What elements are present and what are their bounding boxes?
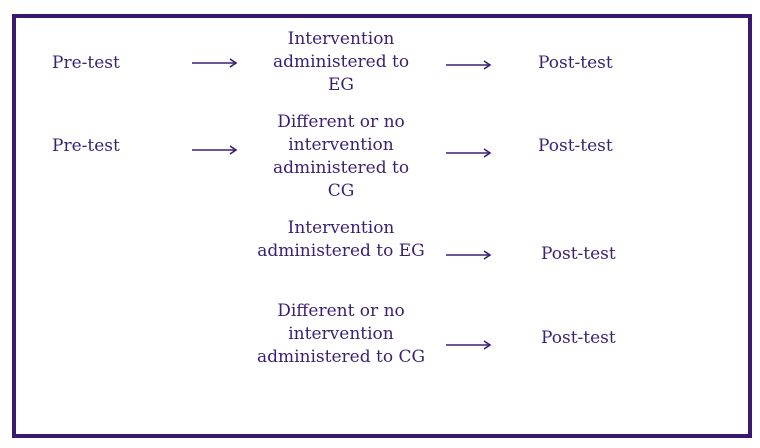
row-2-pretest-label: Pre-test <box>52 136 120 156</box>
row-4-arrow-icon <box>446 339 492 351</box>
diagram-frame <box>12 14 752 438</box>
row-3-posttest-label: Post-test <box>541 244 616 264</box>
row-1-posttest-label: Post-test <box>538 53 613 73</box>
row-3-arrow-icon <box>446 249 492 261</box>
row-2-intervention-label: Different or no intervention administere… <box>272 112 410 201</box>
row-2-posttest-label: Post-test <box>538 136 613 156</box>
row-1-pretest-label: Pre-test <box>52 53 120 73</box>
row-1-arrow-1-icon <box>192 57 238 69</box>
row-3-intervention-label: Intervention administered to EG <box>257 218 425 261</box>
row-2-arrow-2-icon <box>446 147 492 159</box>
row-2-arrow-1-icon <box>192 144 238 156</box>
row-4-posttest-label: Post-test <box>541 328 616 348</box>
row-1-intervention-label: Intervention administered to EG <box>272 29 410 95</box>
row-4-intervention-label: Different or no intervention administere… <box>256 301 426 367</box>
row-1-arrow-2-icon <box>446 59 492 71</box>
